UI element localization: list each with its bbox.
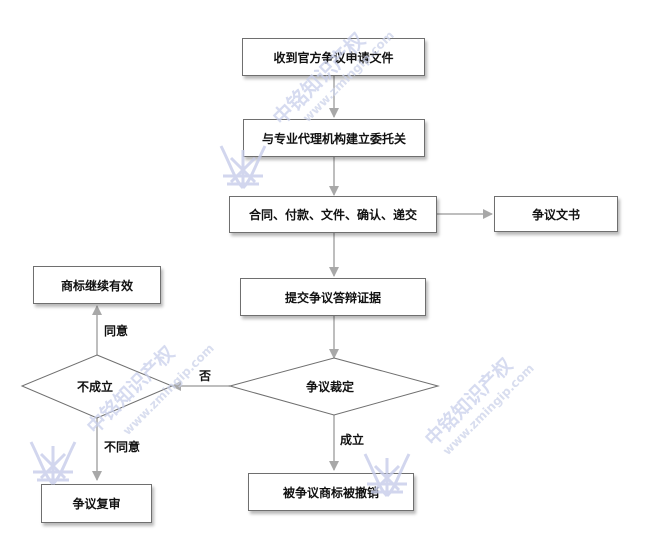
node-submit-evidence: 提交争议答辩证据 [240, 278, 426, 316]
edge-label-disagree: 不同意 [104, 440, 141, 454]
node-engage-agency: 与专业代理机构建立委托关 [243, 119, 425, 157]
edge-label-agree: 同意 [104, 324, 129, 338]
edge-label-established: 成立 [340, 433, 365, 447]
decision-diamond-not-established [20, 354, 174, 419]
node-not-established: 不成立 [77, 380, 114, 394]
decision-diamond-ruling [228, 357, 440, 416]
node-dispute-review: 争议复审 [41, 484, 152, 523]
edge-label-no: 否 [199, 369, 212, 383]
watermark-logo-icon [363, 453, 411, 498]
node-dispute-document: 争议文书 [494, 196, 618, 232]
watermark-logo-icon [219, 145, 267, 190]
node-receive-docs: 收到官方争议申请文件 [242, 38, 425, 76]
node-mark-remains-valid: 商标继续有效 [33, 266, 161, 304]
node-contract-steps: 合同、付款、文件、确认、递交 [229, 196, 437, 233]
watermark-logo-icon [29, 441, 77, 486]
node-dispute-ruling: 争议裁定 [306, 380, 355, 394]
